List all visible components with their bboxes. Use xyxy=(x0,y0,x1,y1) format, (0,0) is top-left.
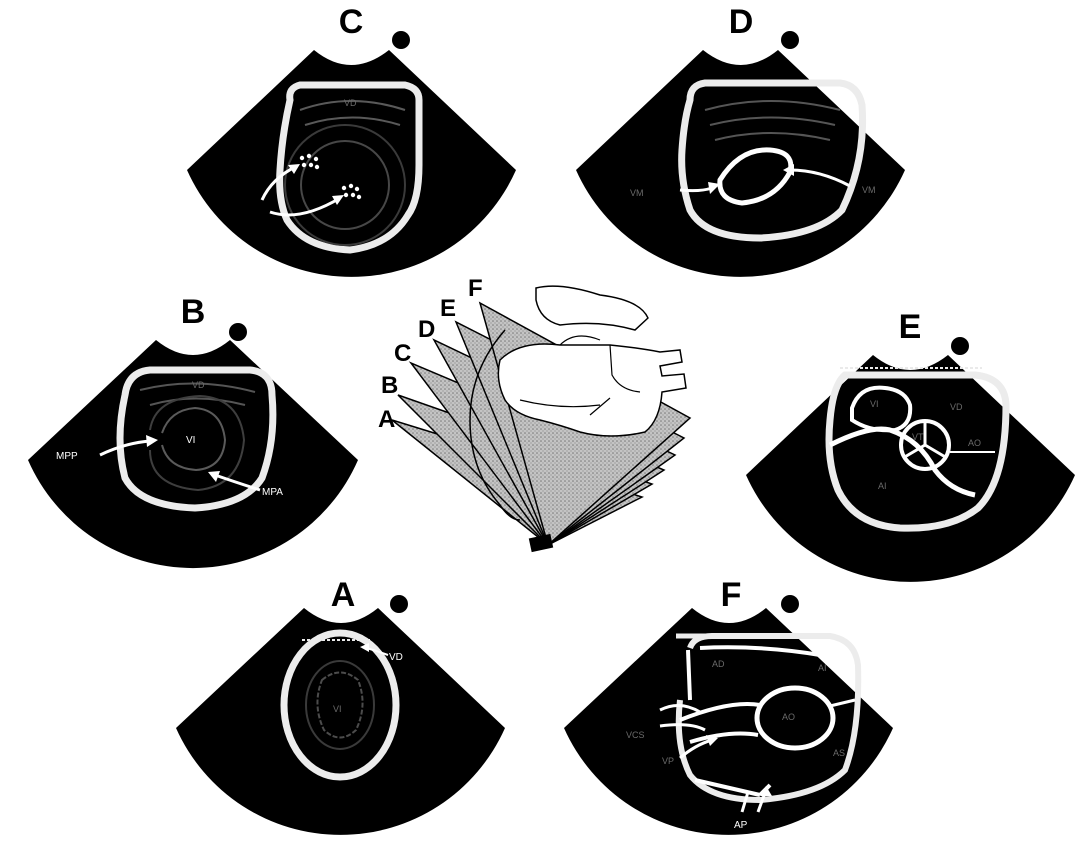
heart-sketch-back xyxy=(536,286,648,330)
label-b-mpp: MPP xyxy=(56,451,78,462)
panel-letter-a: A xyxy=(331,576,356,614)
label-b-vd: VD xyxy=(192,380,205,390)
panel-c: VD C xyxy=(187,3,516,277)
label-f-vcs: VCS xyxy=(626,730,645,740)
plane-letter-e: E xyxy=(440,295,456,322)
panel-d: VM VM D xyxy=(576,3,905,277)
panel-letter-c: C xyxy=(339,3,364,41)
panel-letter-f: F xyxy=(721,576,742,614)
label-d-vm: VM xyxy=(630,188,644,198)
panel-f: AD AO AI VP VCS AS AP F xyxy=(564,576,893,835)
label-e-ai: AI xyxy=(878,481,887,491)
label-f-vp: VP xyxy=(662,756,674,766)
panel-letter-e: E xyxy=(899,308,922,346)
probe-marker-icon xyxy=(392,31,410,49)
sector-e xyxy=(746,355,1075,582)
plane-letter-d: D xyxy=(418,316,435,343)
label-f-ap: AP xyxy=(734,820,748,831)
probe-marker-icon xyxy=(229,323,247,341)
label-e-ao: AO xyxy=(968,438,981,448)
label-f-ao: AO xyxy=(782,712,795,722)
probe-marker-icon xyxy=(390,595,408,613)
label-b-mpa: MPA xyxy=(262,487,283,498)
panel-letter-d: D xyxy=(729,3,754,41)
label-c-vd: VD xyxy=(344,98,357,108)
label-e-vd: VD xyxy=(950,402,963,412)
label-f-ad: AD xyxy=(712,659,725,669)
label-f-as: AS xyxy=(833,748,845,758)
label-f-ai: AI xyxy=(818,663,827,673)
probe-marker-icon xyxy=(781,31,799,49)
label-a-vd: VD xyxy=(389,652,403,663)
scan-planes-illustration: A B C D E F xyxy=(378,275,690,552)
plane-letter-f: F xyxy=(468,275,483,302)
panel-b: MPP VI MPA VD B xyxy=(28,293,358,568)
plane-letter-b: B xyxy=(381,372,398,399)
probe-marker-icon xyxy=(951,337,969,355)
label-a-vi: VI xyxy=(333,704,342,714)
label-d-vm2: VM xyxy=(862,185,876,195)
label-e-vt: VT xyxy=(912,432,924,442)
plane-letter-c: C xyxy=(394,340,411,367)
plane-letter-a: A xyxy=(378,406,395,433)
probe-marker-icon xyxy=(781,595,799,613)
label-b-vi: VI xyxy=(186,435,195,446)
label-e-vi: VI xyxy=(870,399,879,409)
panel-e: VI VD AO AI VT E xyxy=(746,308,1075,582)
panel-letter-b: B xyxy=(181,293,206,331)
panel-a: VD VI A xyxy=(176,576,505,835)
transducer-icon xyxy=(529,534,553,552)
sector-a xyxy=(176,608,505,835)
